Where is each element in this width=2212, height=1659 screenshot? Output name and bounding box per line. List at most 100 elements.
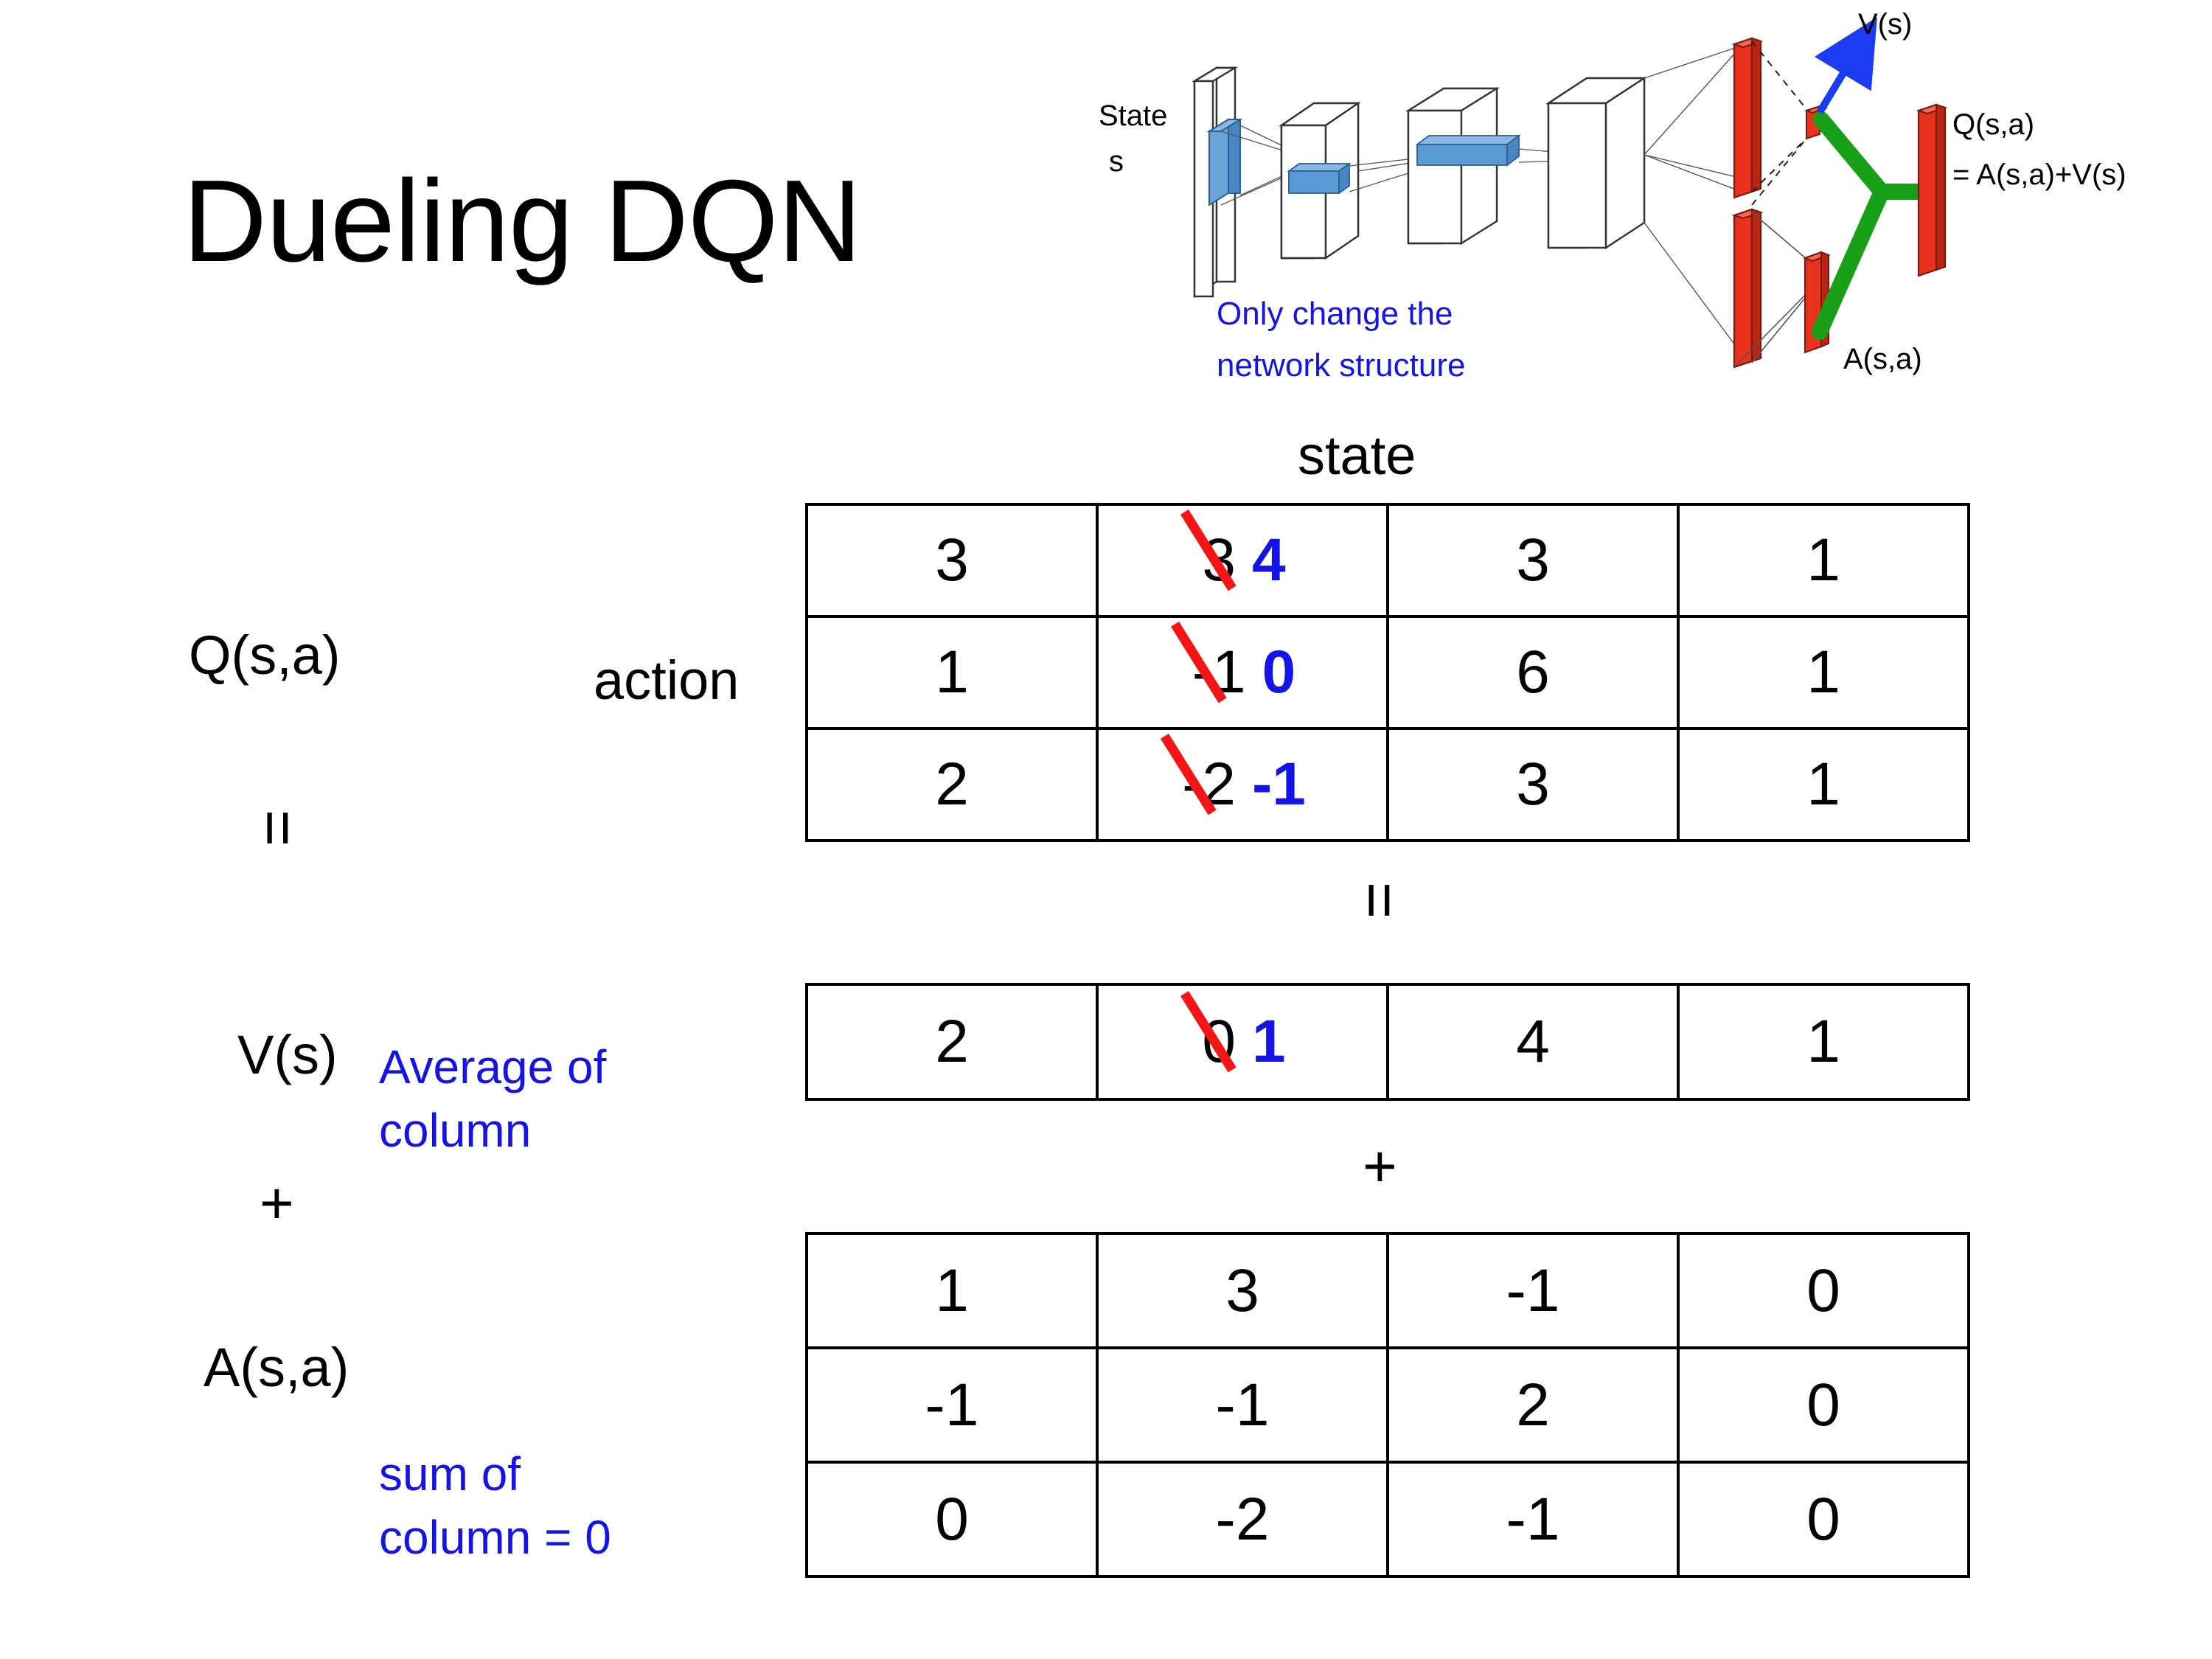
state-axis-label: state [1298,425,1416,486]
a-cell-r1c3[interactable]: 0 [1677,1346,1970,1464]
q-cell-r1c1[interactable]: -1 0 [1096,615,1389,730]
diagram-state-label-line2: s [1109,145,1124,178]
v-note-line2: column [379,1104,532,1157]
struck-old-value: -2 [1179,750,1239,819]
cell-value: 0 [1806,1256,1840,1324]
a-cell-r0c0[interactable]: 1 [805,1232,1099,1349]
input-receptive-field-icon [1206,118,1243,206]
edited-cell: -2 -1 [1179,750,1306,819]
cell-value: -1 [1506,1256,1560,1324]
cell-value: 1 [1806,639,1840,706]
a-cell-r2c0[interactable]: 0 [805,1461,1099,1578]
edited-cell: -1 0 [1189,638,1296,707]
q-cell-r2c0[interactable]: 2 [805,727,1099,842]
table-row: 2 0 1 4 1 [805,983,1970,1101]
a-cell-r1c1[interactable]: -1 [1096,1346,1389,1464]
q-cell-r1c0[interactable]: 1 [805,615,1099,730]
a-note-line1: sum of [379,1447,521,1500]
conv-block-3-icon [1545,76,1648,250]
a-note-line2: column = 0 [379,1511,611,1564]
equals-symbol-left: = [243,809,314,847]
diagram-advantage-label: A(s,a) [1843,343,1922,375]
q-output-bar-icon [1916,103,1948,277]
diagram-note-line2: network structure [1217,347,1465,383]
q-cell-r0c1[interactable]: 3 4 [1096,503,1389,618]
q-value-table: 3 3 4 3 1 1 -1 0 6 1 2 [805,503,1970,842]
conv-block-2-icon [1405,86,1500,246]
value-stream-bar-icon [1731,37,1764,199]
q-cell-r1c3[interactable]: 1 [1677,615,1970,730]
q-cell-r0c3[interactable]: 1 [1677,503,1970,618]
cell-value: 2 [935,751,969,818]
q-cell-r0c2[interactable]: 3 [1386,503,1680,618]
a-function-label: A(s,a) [204,1337,349,1398]
a-cell-r2c3[interactable]: 0 [1677,1461,1970,1578]
conv-feature-1-icon [1287,162,1352,195]
value-arrow-icon [1814,17,1877,114]
network-architecture-diagram: State s V(s) A(s,a) Q(s,a) = A(s,a)+V(s)… [1099,7,2205,406]
plus-symbol-left: + [260,1170,294,1236]
a-cell-r2c2[interactable]: -1 [1386,1461,1680,1578]
advantage-stream-bar-icon [1731,208,1764,369]
cell-value: 3 [1516,526,1550,594]
table-row: -1 -1 2 0 [805,1346,1970,1464]
q-cell-r1c2[interactable]: 6 [1386,615,1680,730]
cell-value: 2 [1516,1371,1550,1439]
table-row: 3 3 4 3 1 [805,503,1970,618]
new-value: 4 [1252,526,1286,594]
v-function-label: V(s) [237,1024,338,1085]
action-axis-label: action [594,650,740,711]
new-value: 0 [1262,639,1296,706]
cell-value: 3 [935,526,969,594]
cell-value: -2 [1215,1485,1270,1553]
a-cell-r1c2[interactable]: 2 [1386,1346,1680,1464]
struck-old-value: -1 [1189,638,1249,707]
diagram-state-label-line1: State [1099,100,1167,132]
edited-cell: 3 4 [1199,526,1285,595]
input-plane-icon [1191,66,1239,299]
v-cell-c0[interactable]: 2 [805,983,1099,1101]
cell-value: 3 [1516,751,1550,818]
diagram-q-label-line2: = A(s,a)+V(s) [1952,159,2126,191]
new-value: -1 [1252,751,1306,818]
a-cell-r0c3[interactable]: 0 [1677,1232,1970,1349]
cell-value: -1 [925,1371,979,1439]
cell-value: 6 [1516,639,1550,706]
diagram-value-label: V(s) [1858,8,1912,41]
q-cell-r2c1[interactable]: -2 -1 [1096,727,1389,842]
v-cell-c1[interactable]: 0 1 [1096,983,1389,1101]
cell-value: 0 [1806,1371,1840,1439]
diagram-note-line1: Only change the [1217,296,1453,332]
cell-value: 1 [1806,1008,1840,1075]
table-row: 1 3 -1 0 [805,1232,1970,1349]
q-function-label: Q(s,a) [189,625,341,686]
table-row: 1 -1 0 6 1 [805,615,1970,730]
v-cell-c2[interactable]: 4 [1386,983,1680,1101]
a-cell-r1c0[interactable]: -1 [805,1346,1099,1464]
equals-symbol-middle: = [1344,881,1416,919]
q-cell-r2c3[interactable]: 1 [1677,727,1970,842]
table-row: 0 -2 -1 0 [805,1461,1970,1578]
aggregation-link-icon [1812,111,1933,340]
table-row: 2 -2 -1 3 1 [805,727,1970,842]
new-value: 1 [1252,1008,1286,1075]
a-cell-r2c1[interactable]: -2 [1096,1461,1389,1578]
q-cell-r2c2[interactable]: 3 [1386,727,1680,842]
cell-value: 3 [1225,1256,1259,1324]
cell-value: 4 [1516,1008,1550,1075]
cell-value: 1 [935,639,969,706]
v-note-line1: Average of [379,1040,607,1093]
struck-old-value: 0 [1199,1007,1239,1077]
cell-value: 1 [935,1256,969,1324]
cell-value: 0 [935,1485,969,1553]
plus-symbol-middle: + [1363,1133,1397,1199]
edited-cell: 0 1 [1199,1007,1285,1077]
a-cell-r0c1[interactable]: 3 [1096,1232,1389,1349]
v-cell-c3[interactable]: 1 [1677,983,1970,1101]
cell-value: -1 [1506,1485,1560,1553]
a-cell-r0c2[interactable]: -1 [1386,1232,1680,1349]
cell-value: 0 [1806,1485,1840,1553]
q-cell-r0c0[interactable]: 3 [805,503,1099,618]
struck-old-value: 3 [1199,526,1239,595]
advantage-value-table: 1 3 -1 0 -1 -1 2 0 0 -2 -1 0 [805,1232,1970,1578]
